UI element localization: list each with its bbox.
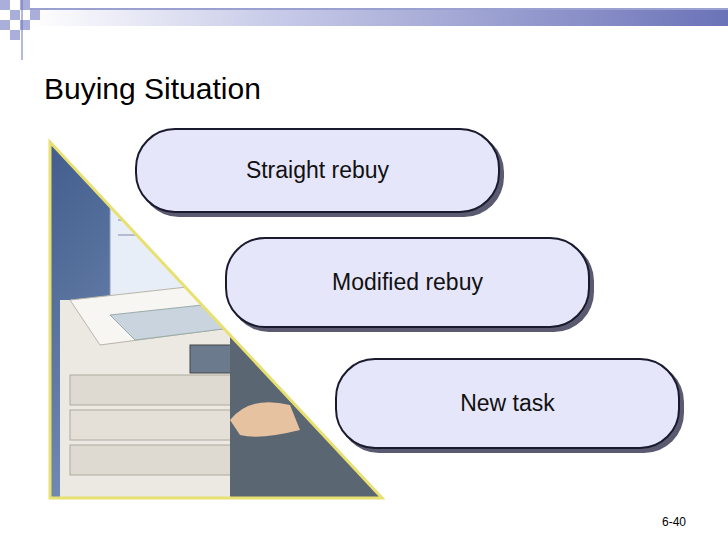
- pill-label: Modified rebuy: [332, 269, 483, 296]
- header-bar: [0, 0, 728, 60]
- pill-label: New task: [460, 390, 555, 417]
- situation-pill: Modified rebuy: [225, 237, 590, 328]
- slide-title: Buying Situation: [44, 72, 261, 106]
- pill-label: Straight rebuy: [246, 157, 389, 184]
- situation-pill: New task: [335, 358, 680, 449]
- situation-pill: Straight rebuy: [135, 128, 500, 213]
- page-number: 6-40: [662, 515, 686, 529]
